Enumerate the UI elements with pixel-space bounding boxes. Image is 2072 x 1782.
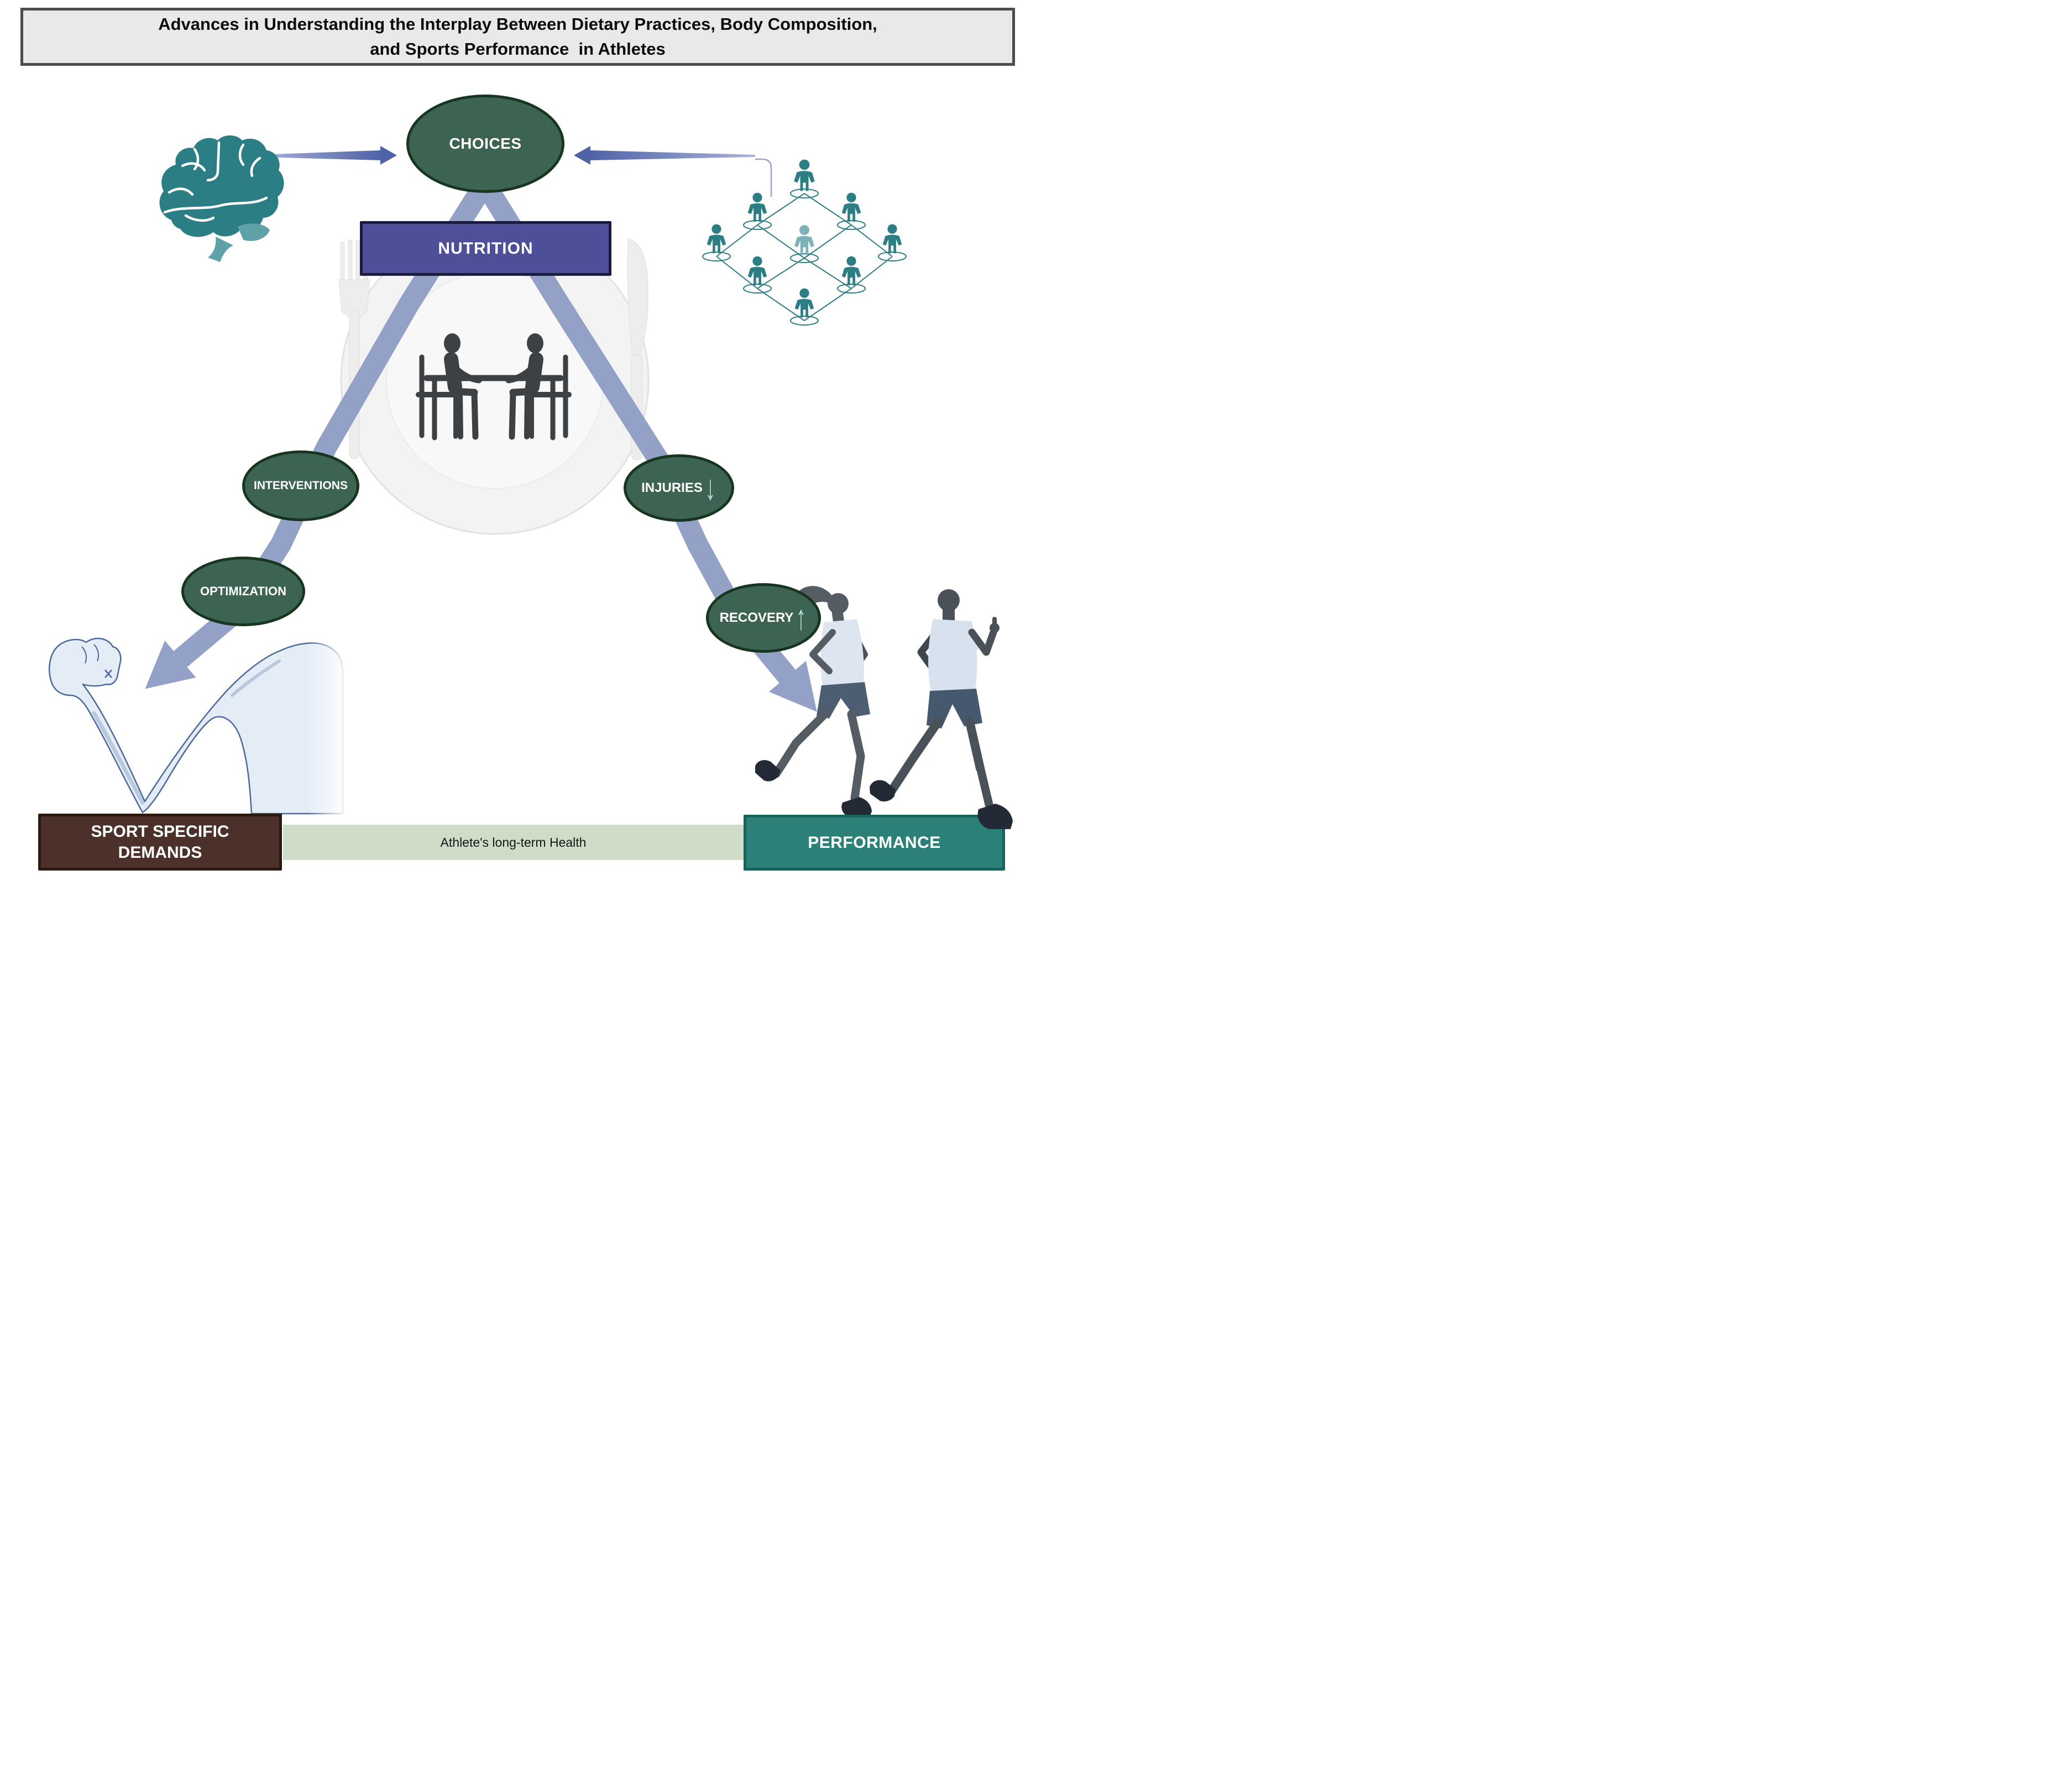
node-optimization-label: OPTIMIZATION — [200, 584, 287, 598]
node-injuries-label: INJURIES — [641, 480, 703, 495]
node-demands-line-1: SPORT SPECIFIC — [91, 822, 229, 841]
node-injuries: INJURIES ↓ — [624, 454, 734, 522]
node-recovery: RECOVERY ↑ — [706, 583, 821, 653]
people-network-icon — [702, 159, 907, 326]
arm-muscle-icon — [49, 630, 348, 815]
node-interventions-label: INTERVENTIONS — [254, 479, 348, 492]
title-line-2: and Sports Performance in Athletes — [370, 39, 666, 59]
people-to-choices-arrow — [574, 146, 772, 197]
node-optimization: OPTIMIZATION — [181, 557, 305, 626]
node-nutrition: NUTRITION — [360, 221, 611, 276]
node-choices-label: CHOICES — [449, 135, 522, 152]
runners-icon — [755, 586, 1000, 817]
dining-table-icon — [416, 333, 572, 441]
title-line-1: Advances in Understanding the Interplay … — [158, 14, 877, 34]
brain-icon — [159, 135, 284, 262]
health-band: Athlete's long-term Health — [283, 825, 744, 860]
node-performance: PERFORMANCE — [744, 815, 1005, 871]
health-band-label: Athlete's long-term Health — [440, 835, 587, 850]
node-choices: CHOICES — [406, 95, 564, 193]
node-performance-label: PERFORMANCE — [808, 833, 941, 852]
title-banner: Advances in Understanding the Interplay … — [20, 8, 1015, 66]
infographic-canvas: Advances in Understanding the Interplay … — [0, 0, 1036, 891]
node-sport-specific-demands: SPORT SPECIFIC DEMANDS — [38, 814, 282, 871]
node-nutrition-label: NUTRITION — [438, 239, 533, 258]
node-interventions: INTERVENTIONS — [242, 450, 359, 521]
node-demands-line-2: DEMANDS — [118, 843, 202, 862]
node-recovery-label: RECOVERY — [719, 610, 794, 625]
